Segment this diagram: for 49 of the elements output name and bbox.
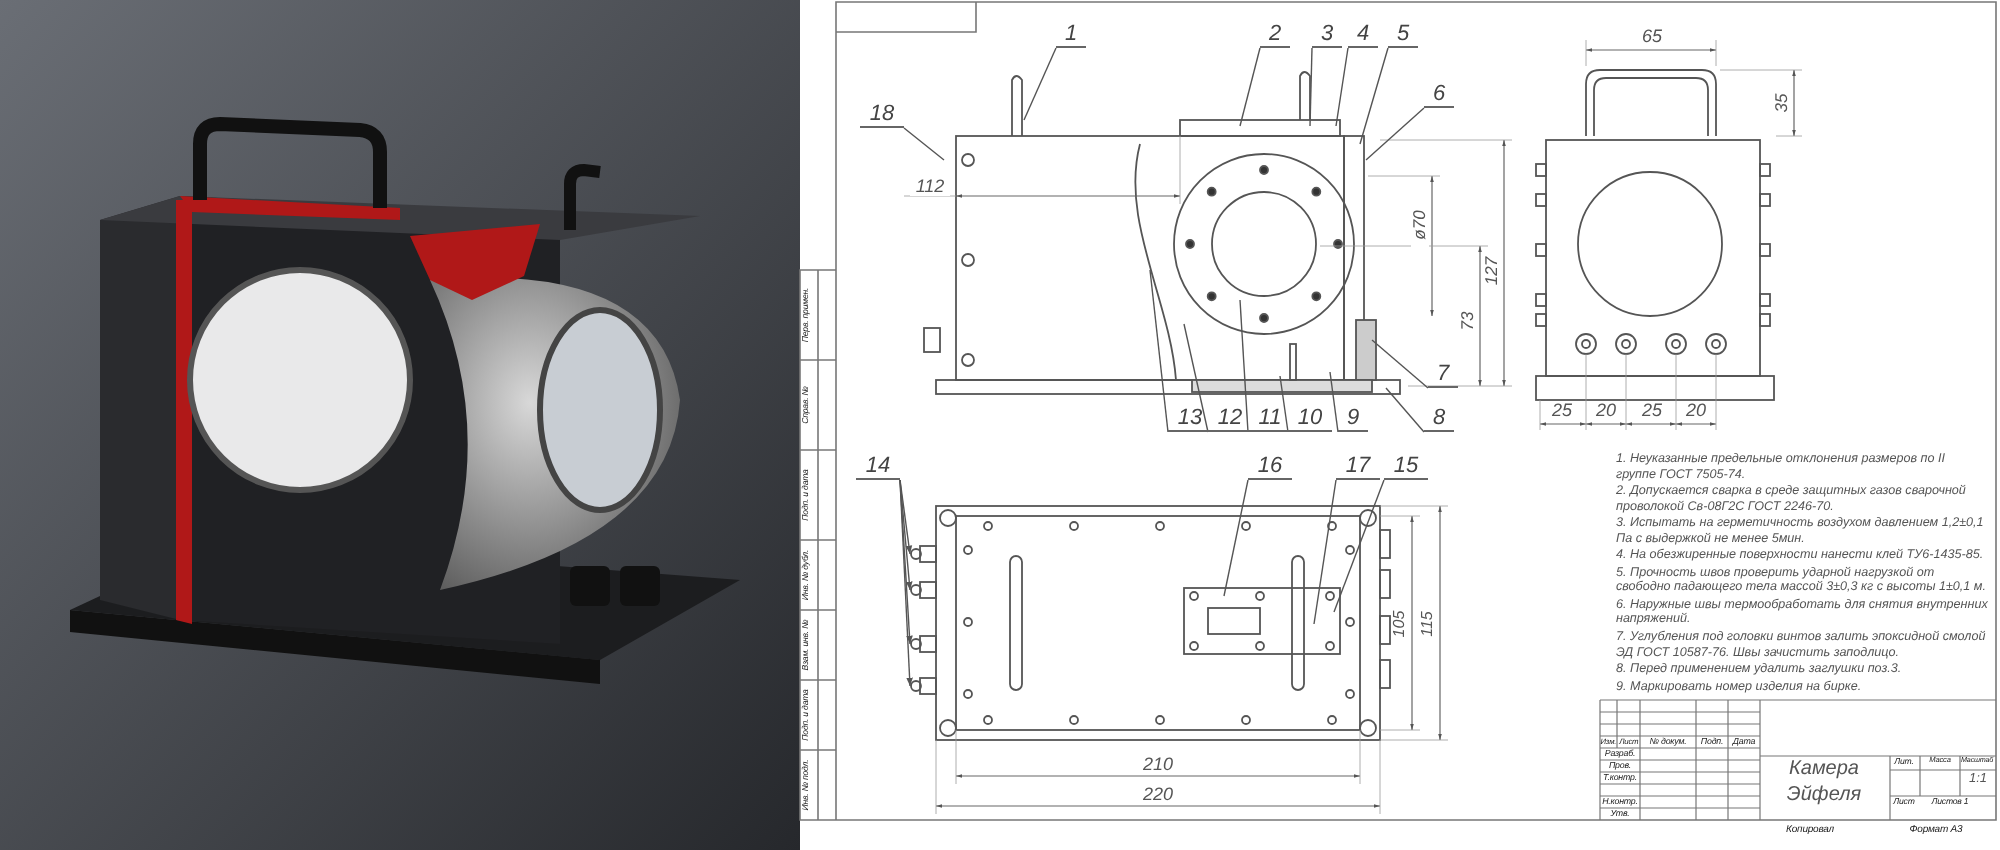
callout-number: 8 [1424, 408, 1454, 432]
leader-line [1279, 375, 1289, 433]
dimension-value: 112 [910, 177, 950, 195]
leader-line [1223, 479, 1249, 597]
callout-number: 2 [1260, 24, 1290, 48]
callout-number: 12 [1208, 408, 1252, 432]
leader-line [1329, 371, 1339, 433]
leader-line [1239, 47, 1261, 127]
callout-number: 14 [856, 456, 900, 480]
dimension-value: 220 [1138, 785, 1178, 803]
callout-number: 9 [1338, 408, 1368, 432]
leader-line [1385, 387, 1425, 433]
callout-number: 10 [1288, 408, 1332, 432]
leader-line [1333, 479, 1385, 613]
dimension-value: 210 [1138, 755, 1178, 773]
callout-number: 11 [1248, 408, 1292, 432]
callout-number: 17 [1336, 456, 1380, 480]
leader-line [1183, 323, 1209, 433]
callout-number: 13 [1168, 408, 1212, 432]
leader-line [1239, 299, 1249, 433]
dimension-value: 25 [1548, 401, 1576, 419]
dimension-value: 73 [1459, 306, 1477, 334]
dimension-value: 20 [1592, 401, 1620, 419]
dimension-value: 127 [1483, 250, 1501, 290]
leader-line [1309, 47, 1313, 127]
callout-number: 16 [1248, 456, 1292, 480]
callout-number: 3 [1312, 24, 1342, 48]
callout-number: 7 [1428, 364, 1458, 388]
dimension-value: 35 [1773, 88, 1791, 116]
leader-line [1023, 47, 1057, 121]
dimension-value: 25 [1638, 401, 1666, 419]
leader-line [899, 479, 913, 687]
drawing-title: Камера Эйфеля [1784, 756, 1864, 810]
dimension-value: 115 [1420, 606, 1436, 642]
leader-line [1335, 47, 1349, 127]
leader-line [1149, 269, 1169, 433]
leader-line [903, 127, 945, 161]
leader-line [1371, 339, 1429, 389]
callout-number: 15 [1384, 456, 1428, 480]
leader-line [1365, 107, 1425, 161]
callout-number: 1 [1056, 24, 1086, 48]
dimension-value: 105 [1392, 606, 1408, 642]
callout-number: 18 [860, 104, 904, 128]
leader-line [1359, 47, 1389, 145]
dimension-value: 20 [1682, 401, 1710, 419]
callout-number: 5 [1388, 24, 1418, 48]
callout-number: 4 [1348, 24, 1378, 48]
callout-number: 6 [1424, 84, 1454, 108]
leader-line [1313, 479, 1337, 625]
